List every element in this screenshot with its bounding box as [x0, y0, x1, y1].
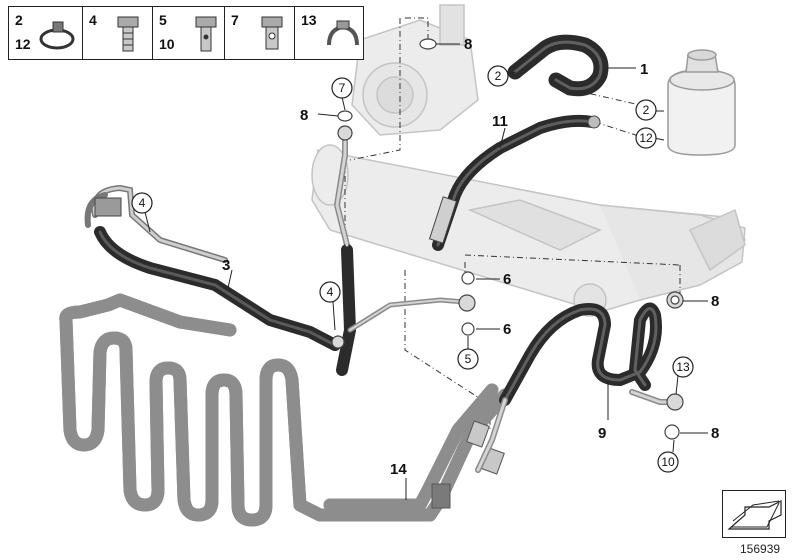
steering-rack-ghost — [311, 144, 746, 317]
cooler-coil-pipe — [66, 293, 505, 527]
callout-8a: 8 — [464, 36, 472, 53]
legend-num: 5 — [159, 12, 167, 28]
plain-labels: 1 8 8 11 3 6 6 8 8 9 14 — [222, 36, 719, 478]
callout-8c: 8 — [711, 293, 719, 310]
pump-ghost — [351, 4, 479, 136]
fittings — [331, 38, 684, 440]
orientation-arrow-box — [722, 490, 786, 538]
hose-clamp-icon — [39, 21, 75, 50]
legend-cell-banjo-bolt: 5 10 — [153, 7, 225, 59]
leader-lines — [144, 43, 708, 500]
legend-num: 10 — [159, 36, 175, 52]
callout-6a: 6 — [503, 271, 511, 288]
callout-8d: 8 — [711, 425, 719, 442]
reservoir — [667, 49, 736, 156]
circled-callouts — [131, 65, 694, 473]
callout-2b: 2 — [643, 103, 650, 117]
callout-6b: 6 — [503, 321, 511, 338]
callout-12: 12 — [639, 131, 653, 145]
callout-1: 1 — [640, 61, 648, 78]
banjo-bolt-icon — [195, 16, 217, 52]
callout-3: 3 — [222, 257, 230, 274]
reference-number: 156939 — [740, 542, 781, 556]
pump-pressure-line — [333, 137, 468, 376]
pressure-hose-3 — [84, 184, 341, 351]
callout-4b: 4 — [327, 285, 334, 299]
callout-10: 10 — [661, 455, 675, 469]
callout-13: 13 — [676, 360, 690, 374]
screw-plug-icon — [261, 16, 283, 50]
callout-2a: 2 — [495, 69, 502, 83]
return-hose-11 — [428, 114, 601, 251]
parts-legend: 2 12 4 5 10 7 13 — [8, 6, 364, 60]
legend-cell-clip: 13 — [295, 7, 363, 59]
legend-cell-hollow-bolt: 4 — [83, 7, 153, 59]
arrow-icon — [727, 500, 782, 530]
legend-num: 13 — [301, 12, 317, 28]
legend-cell-hose-clamp: 2 12 — [9, 7, 83, 59]
legend-num: 7 — [231, 12, 239, 28]
clip-icon — [327, 20, 359, 46]
callout-5: 5 — [465, 352, 472, 366]
callout-7: 7 — [339, 81, 346, 95]
supply-hose-1 — [507, 34, 609, 97]
legend-num: 4 — [89, 12, 97, 28]
callout-8b: 8 — [300, 107, 308, 124]
circled-labels: 2 2 12 7 4 4 5 10 13 — [139, 69, 690, 469]
legend-cell-screw-plug: 7 — [225, 7, 295, 59]
callout-9: 9 — [598, 425, 606, 442]
callout-14: 14 — [390, 461, 407, 478]
callout-11: 11 — [492, 113, 508, 130]
legend-num: 2 — [15, 12, 23, 28]
hollow-bolt-icon — [117, 16, 139, 52]
callout-4a: 4 — [139, 196, 146, 210]
legend-num: 12 — [15, 36, 31, 52]
